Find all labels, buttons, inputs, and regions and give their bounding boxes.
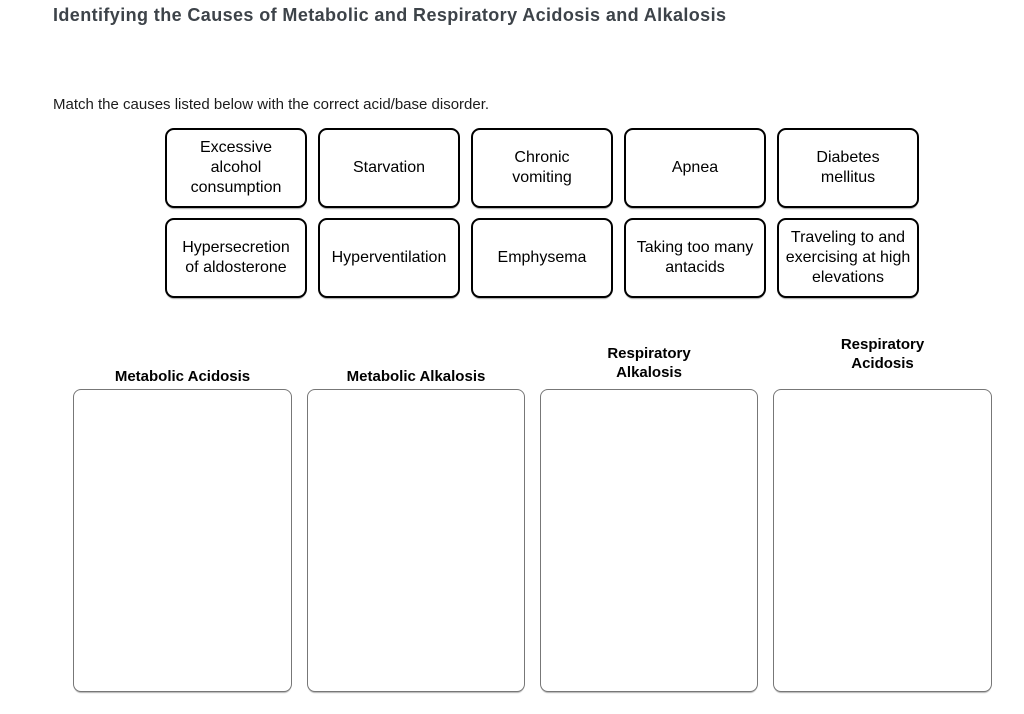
dropzone-label-metabolic-acidosis: Metabolic Acidosis [114,368,251,385]
dropzone-label-metabolic-alkalosis: Metabolic Alkalosis [346,368,486,385]
causes-bank: Excessive alcohol consumption Starvation… [165,128,919,298]
instruction-text: Match the causes listed below with the c… [53,96,490,113]
dropzone-metabolic-alkalosis[interactable] [307,389,525,692]
cause-card[interactable]: Starvation [318,128,460,208]
cause-card[interactable]: Hypersecretion of aldosterone [165,218,307,298]
dropzone-metabolic-acidosis[interactable] [73,389,292,692]
dropzone-respiratory-alkalosis[interactable] [540,389,758,692]
cause-card[interactable]: Excessive alcohol consumption [165,128,307,208]
cause-card[interactable]: Apnea [624,128,766,208]
page-title: Identifying the Causes of Metabolic and … [53,5,727,25]
cause-card[interactable]: Hyperventilation [318,218,460,298]
dropzone-label-respiratory-acidosis: Respiratory Acidosis [840,336,925,372]
cause-card[interactable]: Emphysema [471,218,613,298]
cause-card[interactable]: Traveling to and exercising at high elev… [777,218,919,298]
dropzone-label-respiratory-alkalosis: Respiratory Alkalosis [607,345,691,381]
dropzone-respiratory-acidosis[interactable] [773,389,992,692]
cause-card[interactable]: Taking too many antacids [624,218,766,298]
cause-card[interactable]: Diabetes mellitus [777,128,919,208]
cause-card[interactable]: Chronic vomiting [471,128,613,208]
